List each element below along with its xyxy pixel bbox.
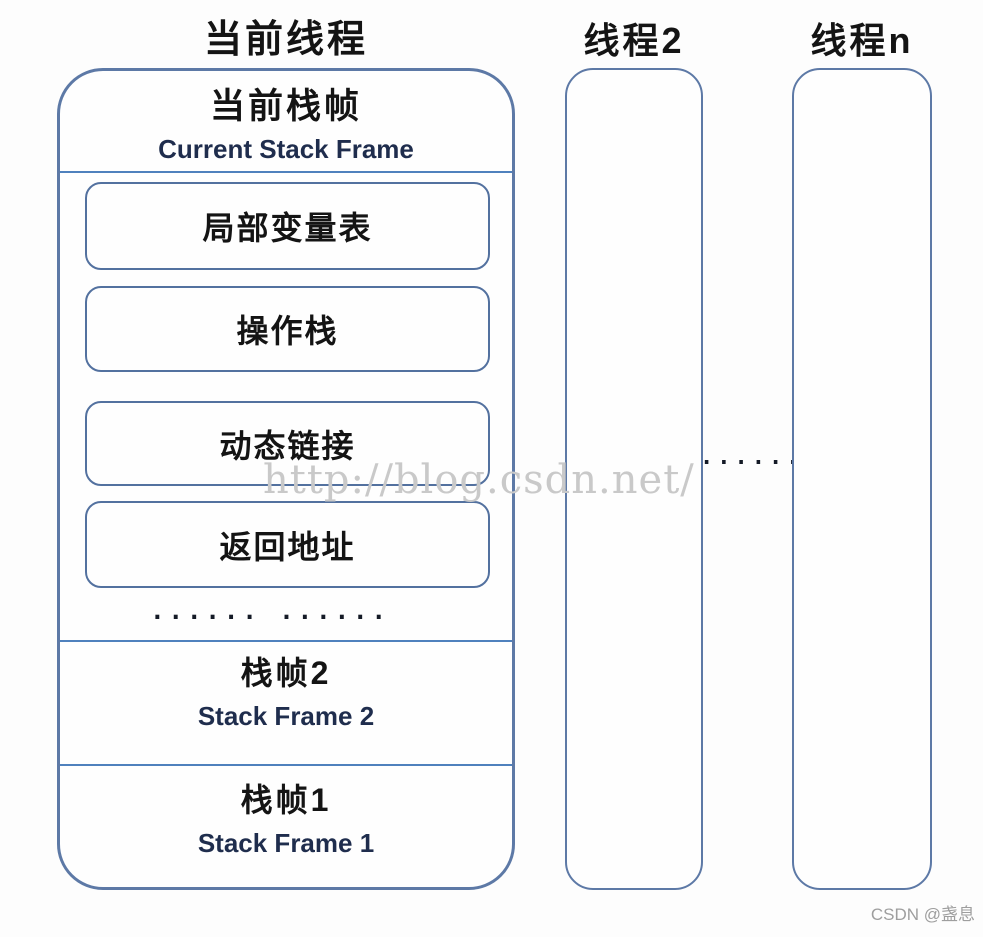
component-box-return-address: 返回地址 [85, 501, 490, 588]
thread-2-column [565, 68, 703, 890]
component-box-operand-stack: 操作栈 [85, 286, 490, 372]
component-box-local-variable-table: 局部变量表 [85, 182, 490, 270]
component-box-dynamic-linking: 动态链接 [85, 401, 490, 486]
current-thread-container: 当前栈帧 Current Stack Frame 局部变量表 操作栈 动态链接 … [57, 68, 515, 890]
thread-n-column [792, 68, 932, 890]
thread-n-label: 线程n [810, 20, 914, 61]
header-divider [60, 171, 512, 173]
current-frame-title-en: Current Stack Frame [158, 134, 414, 164]
frame-components-ellipsis: ...... ...... [150, 597, 390, 625]
stack-frame-1-title-en: Stack Frame 1 [197, 828, 375, 858]
thread-2-label: 线程2 [583, 20, 685, 61]
stack-frame-2-divider [60, 640, 512, 642]
dynamic-linking-label: 动态链接 [219, 427, 356, 464]
return-address-label: 返回地址 [219, 528, 356, 565]
current-frame-title-cn: 当前栈帧 [209, 87, 362, 126]
stack-frame-2-title-cn: 栈帧2 [240, 655, 332, 691]
stack-frame-2-title-en: Stack Frame 2 [197, 701, 375, 731]
local-variable-table-label: 局部变量表 [202, 210, 373, 246]
csdn-credit-watermark: CSDN @盏息 [870, 905, 975, 924]
threads-ellipsis: ...... [700, 445, 804, 470]
current-thread-label: 当前线程 [203, 19, 368, 61]
operand-stack-label: 操作栈 [236, 313, 339, 349]
stack-frame-1-title-cn: 栈帧1 [240, 782, 332, 818]
stack-frame-1-divider [60, 764, 512, 766]
